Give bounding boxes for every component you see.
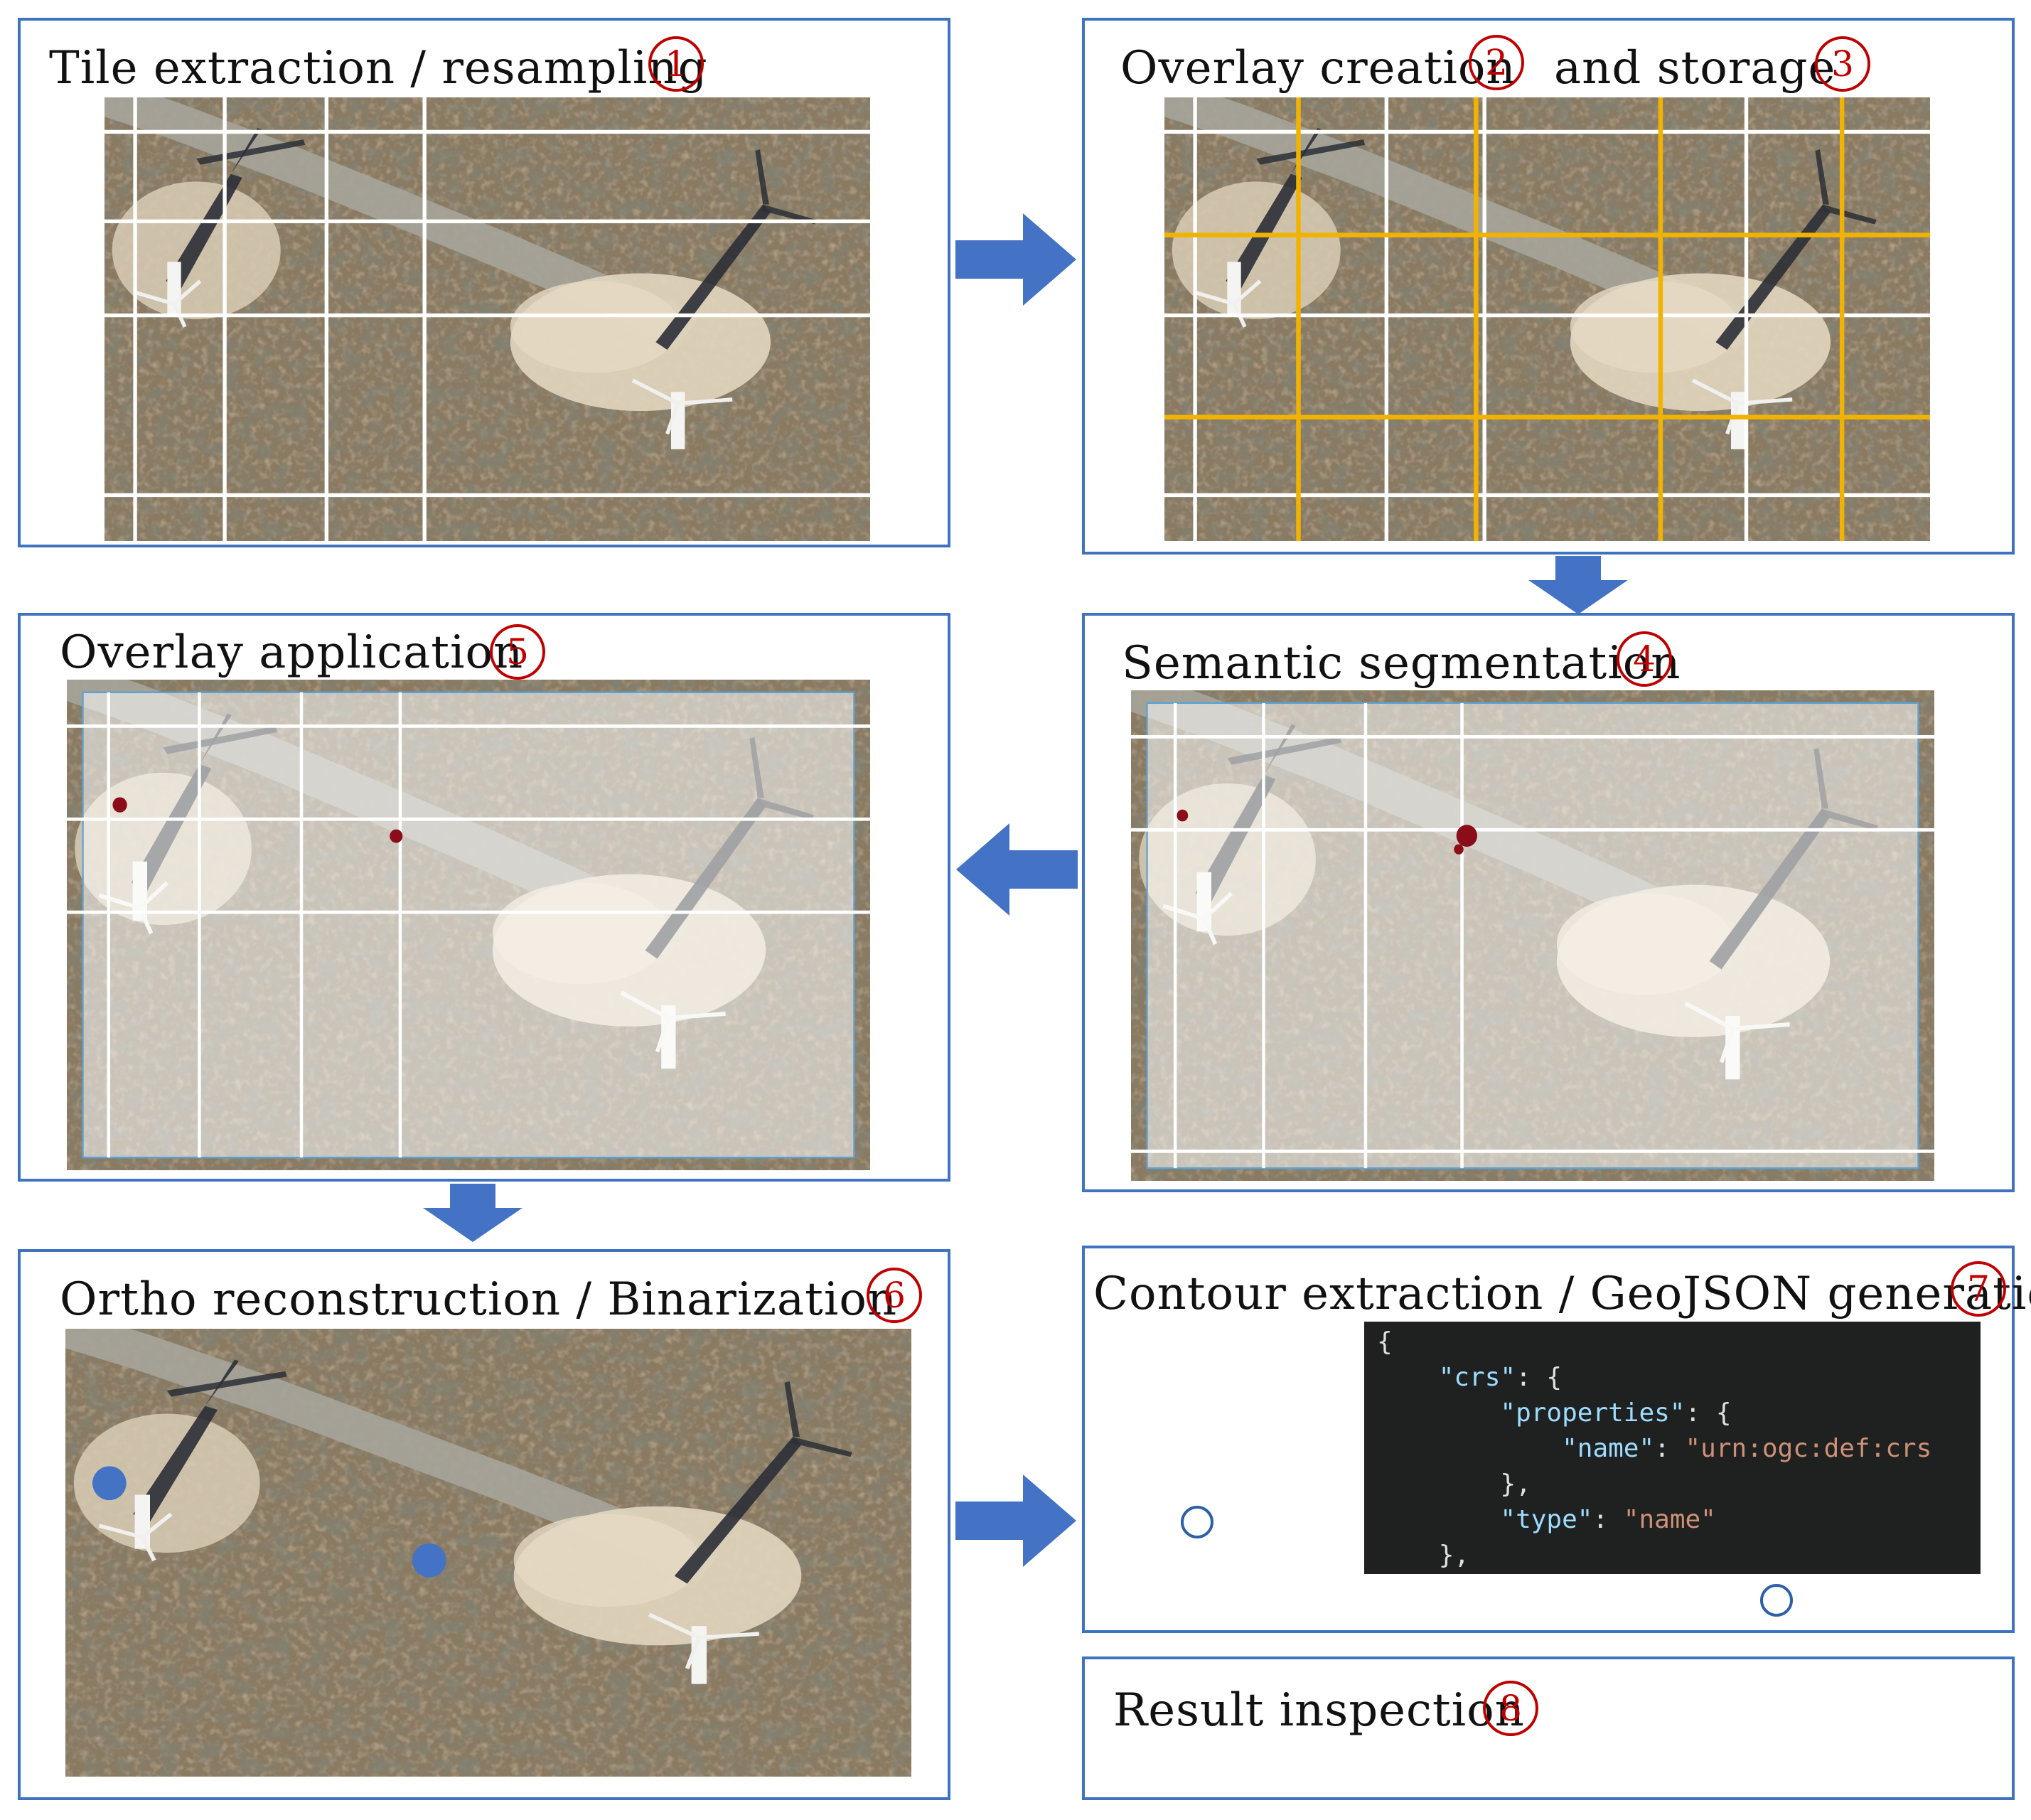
arrow-right-icon <box>955 1474 1076 1567</box>
panel-ortho-reconstruction: Ortho reconstruction / Binarization 6 <box>18 1249 950 1800</box>
panel-title: Tile extraction / resampling <box>49 42 708 95</box>
segment-mask <box>1177 809 1478 855</box>
contour-marker <box>1760 1584 1793 1617</box>
geojson-code-block: { "crs": { "properties": { "name": "urn:… <box>1364 1322 1981 1574</box>
aerial-image-ortho <box>65 1329 911 1777</box>
arrow-down-icon <box>423 1184 523 1242</box>
aerial-image-overlay-grid <box>1164 97 1930 541</box>
code-line: { <box>1377 1327 1393 1356</box>
panel-result-inspection: Result inspection 8 <box>1082 1656 2015 1800</box>
panel-title: Semantic segmentation <box>1122 637 1681 690</box>
code-line: "name": "urn:ogc:def:crs <box>1562 1434 1932 1463</box>
panel-title: Contour extraction / GeoJSON generation <box>1093 1268 2031 1320</box>
aerial-image-overlay-applied <box>67 680 870 1170</box>
panel-title-a: Overlay creation <box>1120 42 1516 95</box>
aerial-image-segmentation <box>1131 690 1934 1181</box>
binarized-detections <box>92 1466 446 1578</box>
panel-title: Ortho reconstruction / Binarization <box>60 1273 898 1326</box>
step-number-8: 8 <box>1483 1681 1538 1736</box>
step-number-7: 7 <box>1951 1261 2006 1317</box>
panel-overlay-application: Overlay application 5 <box>18 613 950 1182</box>
arrow-left-icon <box>956 823 1078 916</box>
code-line: }, <box>1500 1470 1531 1499</box>
segment-mask <box>112 797 403 843</box>
step-number-4: 4 <box>1617 631 1672 687</box>
step-number-5: 5 <box>490 624 545 680</box>
step-number-2: 2 <box>1469 35 1524 90</box>
arrow-down-icon <box>1528 556 1628 614</box>
panel-overlay-creation: Overlay creation 2 and storage 3 <box>1082 18 2015 555</box>
code-line: }, <box>1438 1541 1470 1570</box>
aerial-image-tiled <box>105 97 870 541</box>
panel-contour-extraction: Contour extraction / GeoJSON generation … <box>1082 1246 2031 1633</box>
code-line: "properties": { <box>1500 1398 1732 1428</box>
panel-title: Result inspection <box>1113 1684 1525 1737</box>
code-line: "crs": { <box>1438 1363 1563 1392</box>
step-number-3: 3 <box>1815 36 1870 92</box>
contour-marker <box>1181 1506 1213 1538</box>
panel-tile-extraction: Tile extraction / resampling 1 <box>18 18 950 547</box>
panel-title-b: and storage <box>1554 42 1836 95</box>
panel-title: Overlay application <box>60 626 524 679</box>
panel-semantic-segmentation: Semantic segmentation 4 <box>1082 613 2015 1192</box>
step-number-1: 1 <box>648 36 704 92</box>
arrow-right-icon <box>955 213 1076 306</box>
code-line: "type": "name" <box>1500 1505 1716 1534</box>
step-number-6: 6 <box>867 1268 922 1323</box>
